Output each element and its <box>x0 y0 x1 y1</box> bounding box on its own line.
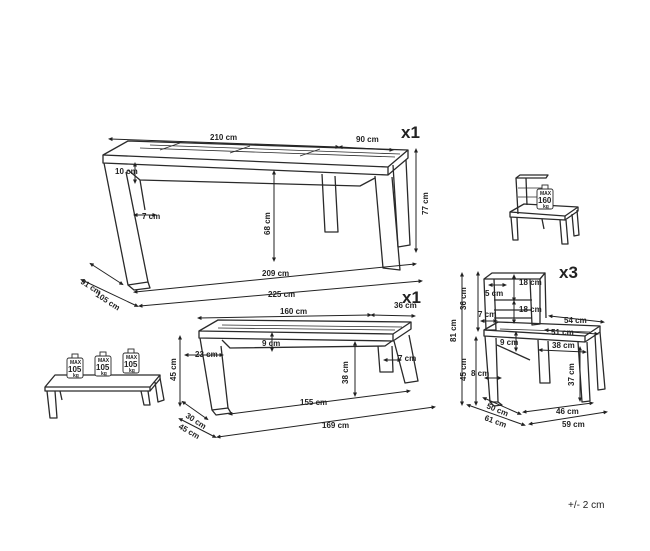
svg-text:105: 105 <box>96 363 110 372</box>
tolerance-note: +/- 2 cm <box>568 500 604 511</box>
svg-text:160: 160 <box>538 196 552 205</box>
chair-seat-height-label: 45 cm <box>459 358 468 381</box>
svg-text:105: 105 <box>68 365 82 374</box>
chair-seat-width-label: 51 cm <box>551 328 574 337</box>
dining-table: x1 210 cm 90 cm 10 cm 7 cm 68 cm 77 cm 2… <box>79 123 430 312</box>
svg-text:MAX: MAX <box>540 191 552 197</box>
kg-weight-icon-3: MAX 105 kg <box>122 348 140 374</box>
chair-back-height-label: 36 cm <box>459 287 468 310</box>
chair-quantity: x3 <box>559 263 578 282</box>
chair-leg-clearance-label: 37 cm <box>567 363 576 386</box>
kg-weight-icon-2: MAX 105 kg <box>94 351 112 377</box>
kg-weight-icon-chair: MAX 160 kg <box>536 184 554 210</box>
chair-inner-width-label: 38 cm <box>552 341 575 350</box>
svg-text:MAX: MAX <box>70 360 82 366</box>
chair-leg-width-label: 8 cm <box>471 369 489 378</box>
bench-top-thickness-label: 9 cm <box>262 339 280 348</box>
chair-slat-gap-label: 5 cm <box>485 289 503 298</box>
chair-load-illustration: MAX 160 kg <box>509 174 580 245</box>
bench-drawing <box>198 319 419 416</box>
bench-leg-thickness-label: 7 cm <box>398 354 416 363</box>
chair-seat-depth-top-label: 54 cm <box>564 316 587 325</box>
table-width-top-label: 90 cm <box>356 135 379 144</box>
bench-quantity: x1 <box>402 288 421 307</box>
table-depth-base-label: 105 cm <box>94 290 122 312</box>
chair-slat-depth-label: 7 cm <box>478 310 496 319</box>
chair-width-base-label: 59 cm <box>562 420 585 429</box>
bench-load-illustration: MAX 105 kg MAX 105 kg MAX 105 kg <box>44 348 165 419</box>
table-leg-width-label: 7 cm <box>142 212 160 221</box>
chair-total-height-label: 81 cm <box>449 319 458 342</box>
svg-text:kg: kg <box>543 204 549 210</box>
chair-width-inner-label: 46 cm <box>556 407 579 416</box>
bench-width-top-label: 36 cm <box>394 301 417 310</box>
chair-slat-top-label: 18 cm <box>519 278 542 287</box>
chair: x3 36 cm 5 cm 18 cm 18 cm 81 cm 7 cm 45 … <box>449 263 608 430</box>
bench-length-base-label: 169 cm <box>322 421 349 430</box>
table-length-top-label: 210 cm <box>210 133 237 142</box>
bench-height-label: 45 cm <box>169 358 178 381</box>
svg-text:105: 105 <box>124 360 138 369</box>
bench-inner-length-label: 155 cm <box>300 398 327 407</box>
bench-length-top-label: 160 cm <box>280 307 307 316</box>
table-clearance-label: 68 cm <box>263 212 272 235</box>
table-quantity: x1 <box>401 123 420 142</box>
chair-seat-thickness-label: 9 cm <box>500 338 518 347</box>
svg-text:MAX: MAX <box>98 358 110 364</box>
svg-text:kg: kg <box>73 373 79 379</box>
svg-text:kg: kg <box>101 371 107 377</box>
table-top-thickness-label: 10 cm <box>115 167 138 176</box>
bench-leg-width-label: 23 cm <box>195 350 218 359</box>
table-length-base-label: 225 cm <box>268 290 295 299</box>
bench: x1 160 cm 36 cm 9 cm 23 cm 7 cm 38 cm 45… <box>44 288 436 441</box>
bench-clearance-label: 38 cm <box>341 361 350 384</box>
svg-text:MAX: MAX <box>126 355 138 361</box>
table-height-label: 77 cm <box>421 192 430 215</box>
chair-slat-bottom-label: 18 cm <box>519 305 542 314</box>
svg-text:kg: kg <box>129 368 135 374</box>
kg-weight-icon-1: MAX 105 kg <box>66 353 84 379</box>
table-inner-length-label: 209 cm <box>262 269 289 278</box>
